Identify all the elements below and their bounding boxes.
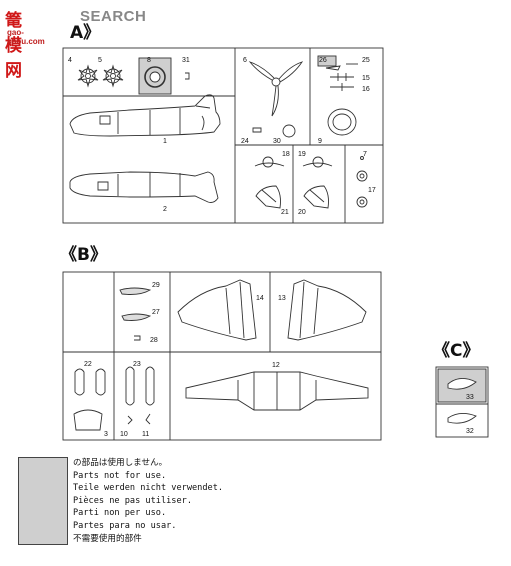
part-28	[134, 335, 141, 341]
part-24	[252, 127, 262, 133]
watermark-text: SEARCH	[80, 8, 147, 25]
lower-wing-12	[185, 371, 369, 411]
pn-7: 7	[363, 151, 367, 158]
pn-21: 21	[281, 209, 289, 216]
fuselage-half-1	[69, 94, 221, 137]
cowl-part-9	[327, 108, 357, 136]
legend-line-fr: Pièces ne pas utiliser.	[73, 495, 192, 506]
part-26	[325, 65, 341, 71]
part-number-labels: 4 5 8 31 1 2 6 30 24 18 19 7 17 21 20 26…	[68, 57, 474, 438]
part-8-cowl	[144, 66, 166, 88]
watermark-logo: 篭 模 网	[5, 11, 22, 81]
wing-half-13	[287, 279, 367, 341]
part-19	[302, 156, 333, 168]
pn-14: 14	[256, 295, 264, 302]
pn-28: 28	[150, 337, 158, 344]
part-15	[330, 73, 354, 81]
pn-6: 6	[243, 57, 247, 64]
pn-22: 22	[84, 361, 92, 368]
part-26-unused	[317, 55, 337, 67]
unused-parts-swatch	[18, 457, 68, 545]
part-32	[447, 413, 477, 424]
pn-2: 2	[163, 206, 167, 213]
engine-part-5	[102, 64, 124, 88]
pn-17: 17	[368, 187, 376, 194]
wing-half-14	[177, 279, 257, 341]
pn-4: 4	[68, 57, 72, 64]
pn-9: 9	[318, 138, 322, 145]
part-18	[254, 156, 285, 168]
part-29	[119, 287, 152, 295]
legend-line-it: Parti non per uso.	[73, 508, 167, 519]
pn-18: 18	[282, 151, 290, 158]
pn-16: 16	[362, 86, 370, 93]
wheel-7	[356, 170, 368, 182]
legend-line-ja: の部品は使用しません。	[73, 458, 168, 468]
pn-32: 32	[466, 428, 474, 435]
part-16	[330, 83, 354, 91]
legend-line-es: Partes para no usar.	[73, 520, 177, 531]
sprue-c-frame	[435, 366, 489, 438]
pn-11: 11	[142, 431, 149, 438]
pn-15: 15	[362, 75, 370, 82]
propeller-6	[248, 61, 304, 117]
watermark-url: gao-shou.com	[7, 28, 45, 46]
pn-20: 20	[298, 209, 306, 216]
part-20	[303, 185, 329, 209]
pn-31: 31	[182, 57, 190, 64]
pn-8: 8	[147, 57, 151, 64]
part-7-pin	[360, 156, 364, 160]
pn-33: 33	[466, 394, 474, 401]
part-27	[121, 313, 152, 321]
pn-12: 12	[272, 362, 280, 369]
pn-29: 29	[152, 282, 160, 289]
pn-10: 10	[120, 431, 128, 438]
pn-1: 1	[163, 138, 167, 145]
pn-3: 3	[104, 431, 108, 438]
legend-line-en: Parts not for use.	[73, 470, 167, 481]
pn-30: 30	[273, 138, 281, 145]
pn-5: 5	[98, 57, 102, 64]
section-a-label: A》	[70, 23, 101, 43]
wheel-17	[356, 196, 368, 208]
engine-part-4	[77, 64, 99, 88]
fuselage-half-2	[69, 171, 219, 203]
sprue-b-frame	[62, 271, 382, 441]
pn-27: 27	[152, 309, 160, 316]
parts-23	[125, 366, 155, 425]
pn-19: 19	[298, 151, 306, 158]
pn-13: 13	[278, 295, 286, 302]
pn-26: 26	[319, 57, 327, 64]
part-21	[255, 185, 281, 209]
part-33	[447, 378, 477, 390]
section-b-label: 《B》	[60, 245, 107, 265]
part-31	[185, 72, 190, 80]
canopy-parts-22	[73, 368, 106, 431]
legend-line-zh: 不需要使用的部件	[73, 533, 142, 544]
pn-24: 24	[241, 138, 249, 145]
legend-line-de: Teile werden nicht verwendet.	[73, 483, 224, 494]
part-30	[282, 124, 296, 138]
pn-23: 23	[133, 361, 141, 368]
unused-parts-legend: の部品は使用しません。 Parts not for use. Teile wer…	[73, 457, 223, 545]
section-c-label: 《C》	[433, 341, 480, 361]
pn-25: 25	[362, 57, 370, 64]
